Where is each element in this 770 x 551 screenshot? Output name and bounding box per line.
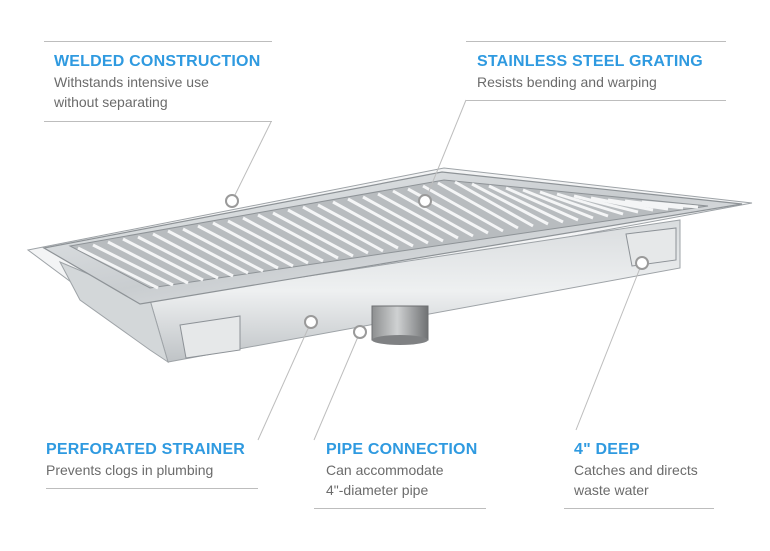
dot-grating (418, 194, 432, 208)
callout-pipe-connection: PIPE CONNECTION Can accommodate 4"-diame… (326, 440, 477, 500)
callout-perforated-strainer: PERFORATED STRAINER Prevents clogs in pl… (46, 440, 245, 480)
callout-title: WELDED CONSTRUCTION (54, 53, 261, 70)
left-bracket (179, 315, 241, 359)
dot-strainer (304, 315, 318, 329)
callout-4-inch-deep: 4" DEEP Catches and directs waste water (574, 440, 698, 500)
leader-grating (424, 99, 467, 202)
drain-pipe (371, 305, 429, 341)
callout-description: waste water (574, 482, 649, 498)
callout-stainless-steel-grating: STAINLESS STEEL GRATING Resists bending … (477, 52, 703, 92)
callout-title: PIPE CONNECTION (326, 441, 478, 458)
leader-welded (231, 121, 272, 202)
divider-pipe (314, 508, 486, 509)
callout-description: Catches and directs (574, 462, 698, 478)
dot-welded (225, 194, 239, 208)
dot-pipe (353, 325, 367, 339)
callout-description: Prevents clogs in plumbing (46, 462, 214, 478)
divider-welded (44, 41, 272, 42)
callout-description: without separating (54, 94, 168, 110)
leader-deep (575, 262, 643, 431)
leader-strainer (257, 321, 312, 441)
divider-strainer (46, 488, 258, 489)
divider-grating-bottom (466, 100, 726, 101)
divider-welded-bottom (44, 121, 272, 122)
callout-description: Withstands intensive use (54, 74, 209, 90)
callout-title: 4" DEEP (574, 441, 640, 458)
callout-welded-construction: WELDED CONSTRUCTION Withstands intensive… (54, 52, 260, 112)
right-bracket (625, 227, 677, 267)
divider-grating (466, 41, 726, 42)
callout-title: STAINLESS STEEL GRATING (477, 53, 703, 70)
callout-title: PERFORATED STRAINER (46, 441, 246, 458)
grating-bars (77, 180, 699, 290)
callout-description: Resists bending and warping (477, 74, 657, 90)
dot-deep (635, 256, 649, 270)
leader-pipe (313, 331, 361, 441)
callout-description: Can accommodate (326, 462, 444, 478)
callout-description: 4"-diameter pipe (326, 482, 429, 498)
divider-deep (564, 508, 714, 509)
